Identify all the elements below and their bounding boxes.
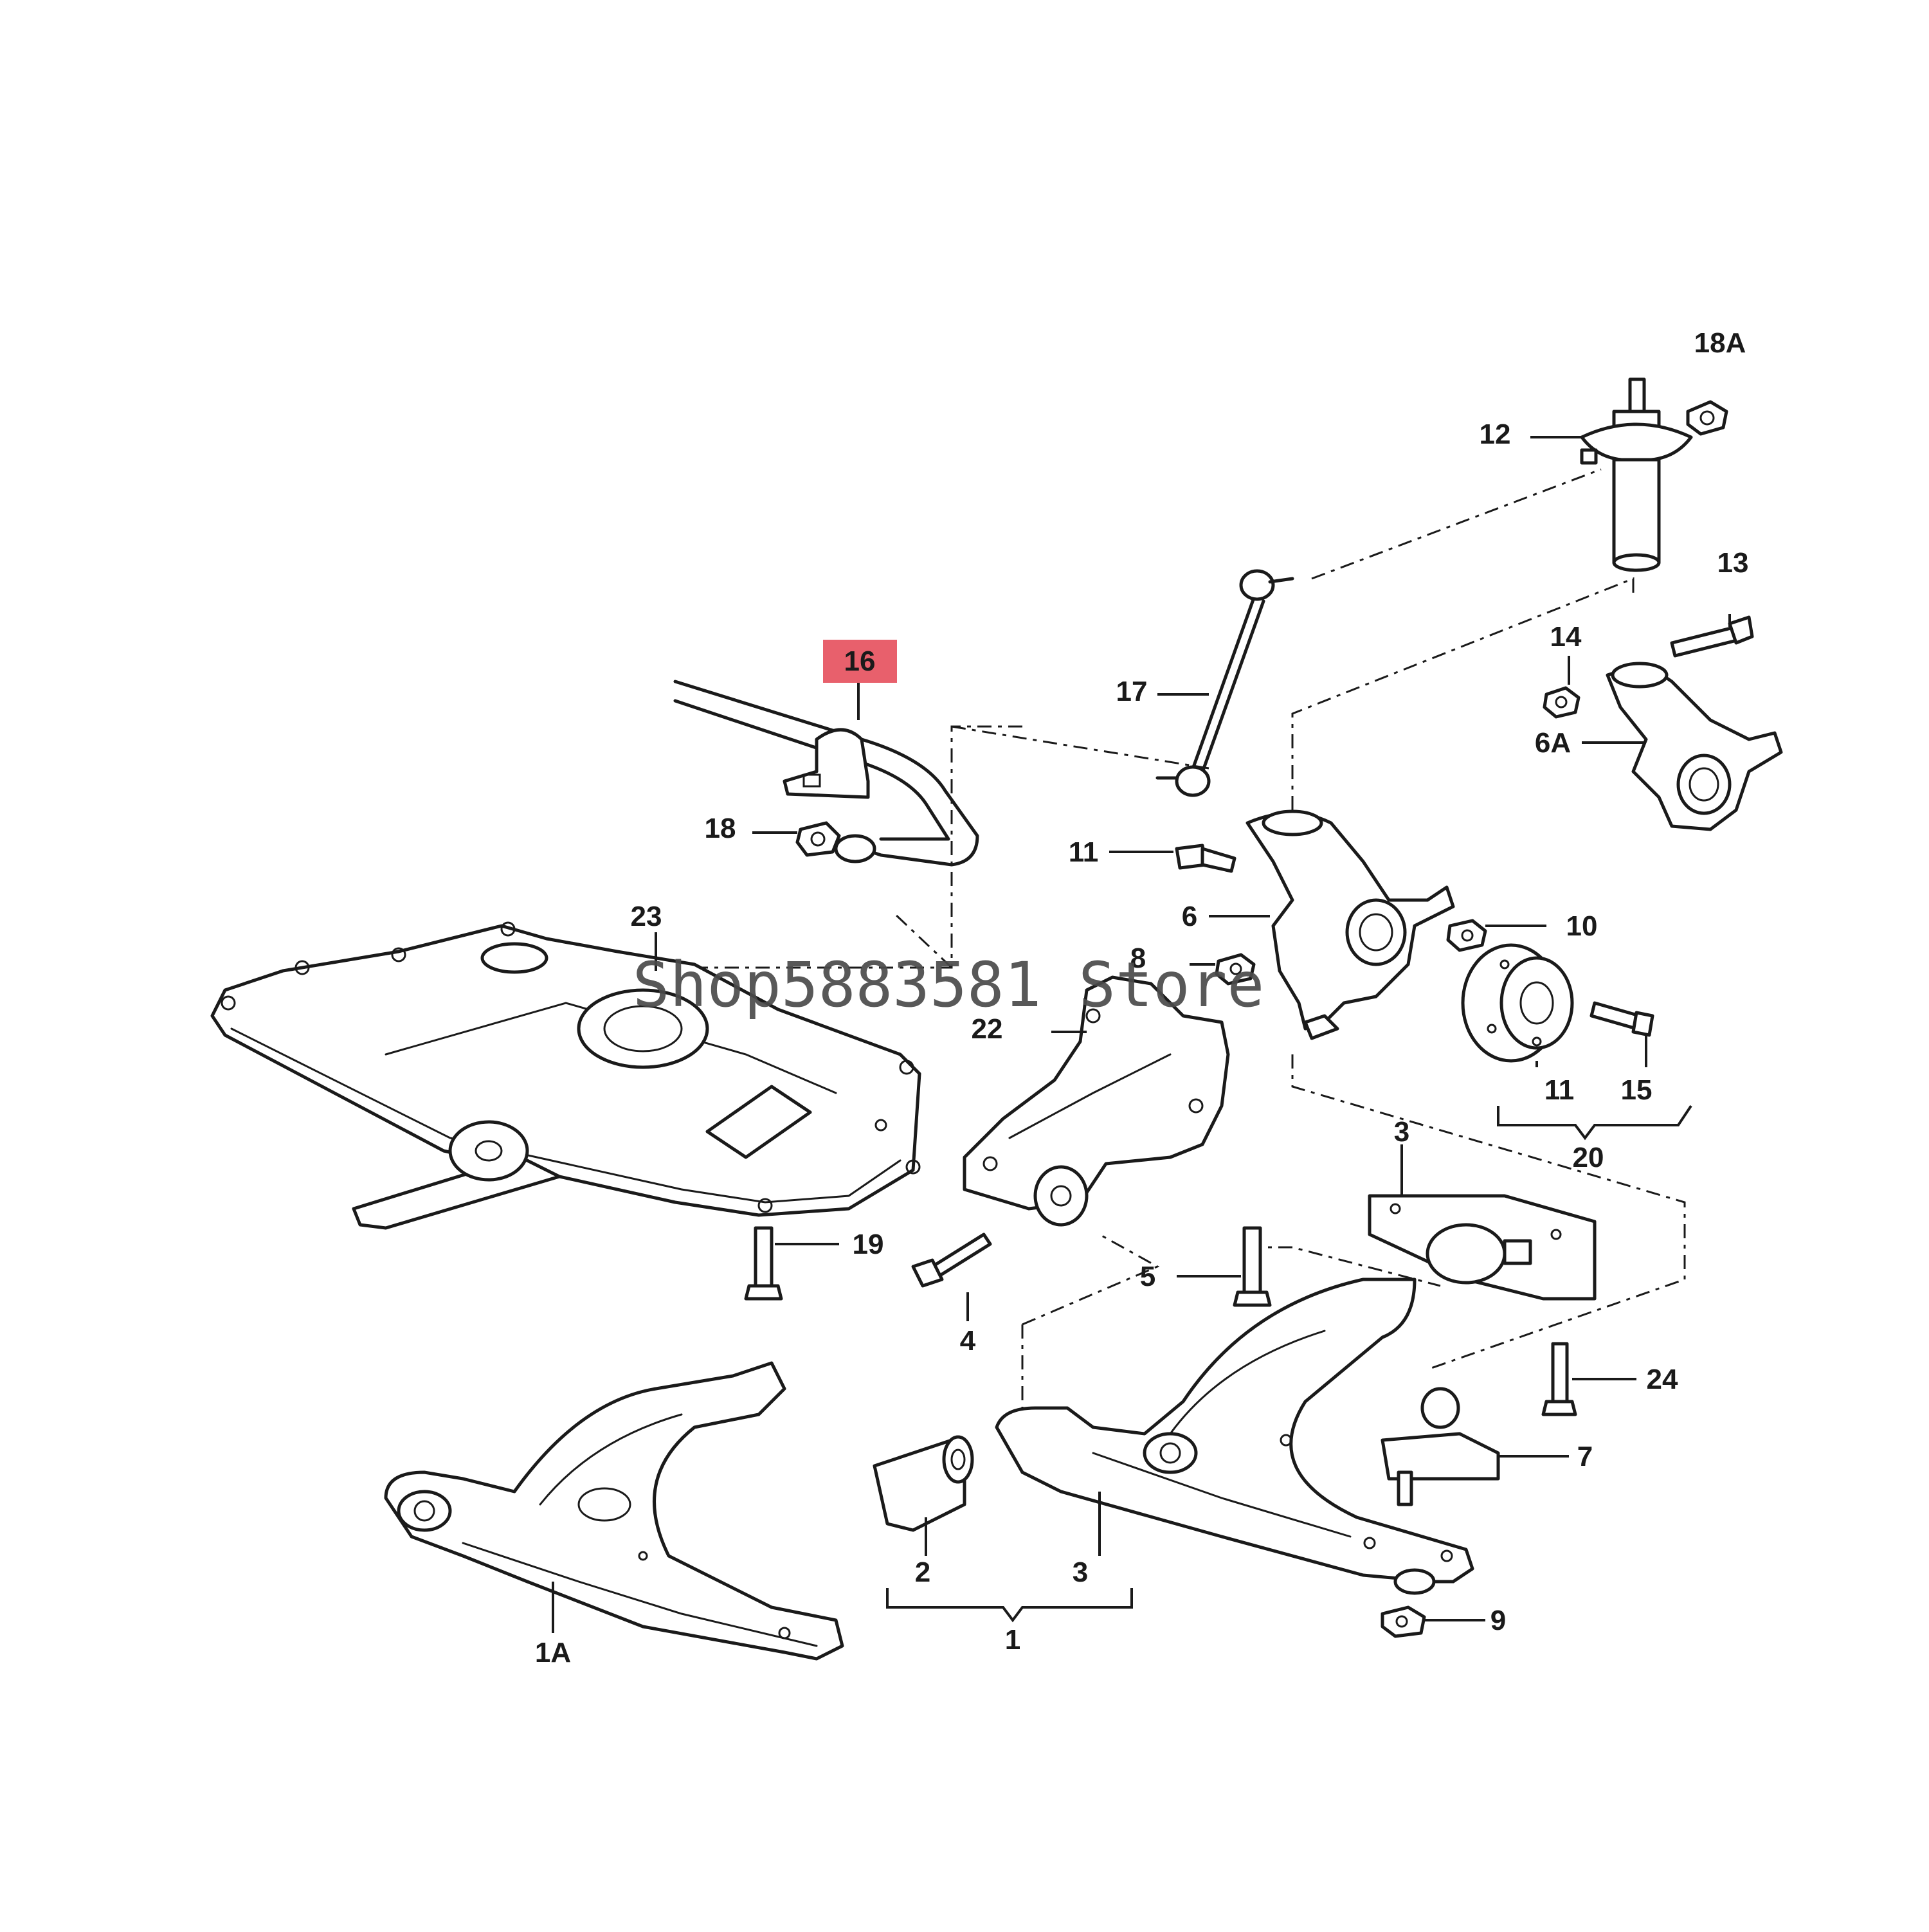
callout-24: 24 (1647, 1364, 1678, 1395)
strut-12 (1580, 377, 1693, 572)
bracket-22 (963, 975, 1230, 1227)
callout-11-upper: 11 (1069, 836, 1099, 868)
callout-8: 8 (1130, 943, 1146, 974)
callout-13: 13 (1717, 547, 1749, 579)
callout-12: 12 (1480, 419, 1511, 450)
callout-20: 20 (1573, 1142, 1604, 1173)
bolt-19 (744, 1226, 783, 1301)
callout-9: 9 (1490, 1605, 1506, 1636)
callout-3-lower: 3 (1073, 1557, 1088, 1588)
stabilizer-bar-16 (673, 680, 979, 867)
wheel-bearing-housing-6A (1606, 662, 1783, 831)
assembly-guide-lines (675, 468, 1686, 1427)
highlight-box-16 (823, 640, 897, 683)
callout-1: 1 (1005, 1624, 1020, 1656)
nut-8 (1215, 953, 1256, 986)
callout-4: 4 (960, 1325, 976, 1357)
callout-18A: 18A (1694, 327, 1746, 359)
nut-10 (1446, 919, 1487, 952)
callout-11-lower: 11 (1544, 1074, 1575, 1106)
bolt-24 (1541, 1342, 1577, 1416)
bolt-5 (1233, 1226, 1272, 1307)
callout-7: 7 (1577, 1441, 1593, 1472)
nut-14 (1543, 686, 1580, 719)
callout-16: 16 (844, 646, 876, 677)
callout-3-upper: 3 (1394, 1116, 1409, 1148)
callout-2: 2 (915, 1557, 930, 1588)
bolt-11-upper (1175, 844, 1236, 873)
wheel-hub-20 (1461, 943, 1574, 1063)
callout-19: 19 (853, 1229, 884, 1260)
nut-18 (795, 821, 841, 857)
subframe-23 (210, 921, 921, 1230)
bush-3-upper (1368, 1194, 1597, 1301)
bush-2 (873, 1435, 974, 1532)
callout-5: 5 (1140, 1261, 1155, 1292)
store-watermark: Shop5883581 Store (633, 949, 1265, 1021)
bolt-15 (1589, 1001, 1654, 1037)
bolt-13 (1670, 615, 1754, 658)
callout-labels: 16 18 17 18A 12 13 14 6A 11 6 10 8 22 23… (535, 327, 1749, 1668)
coupling-rod-17 (1155, 569, 1294, 797)
wheel-bearing-housing-6 (1245, 809, 1455, 1040)
callout-23: 23 (631, 901, 662, 932)
callout-15: 15 (1621, 1074, 1653, 1106)
callout-22: 22 (972, 1013, 1003, 1045)
callout-6A: 6A (1535, 727, 1571, 759)
bolt-4 (911, 1232, 992, 1288)
control-arm-1A (384, 1361, 844, 1661)
callout-14: 14 (1550, 621, 1582, 653)
nut-18A (1686, 400, 1728, 436)
callout-1A: 1A (535, 1637, 571, 1668)
ball-joint-7 (1381, 1387, 1500, 1506)
nut-9 (1381, 1605, 1426, 1638)
callout-17: 17 (1116, 676, 1148, 707)
leader-lines (552, 436, 1731, 1633)
callout-6: 6 (1182, 901, 1197, 932)
callout-18: 18 (705, 813, 736, 844)
callout-10: 10 (1566, 910, 1598, 942)
control-arm-3 (995, 1277, 1474, 1595)
